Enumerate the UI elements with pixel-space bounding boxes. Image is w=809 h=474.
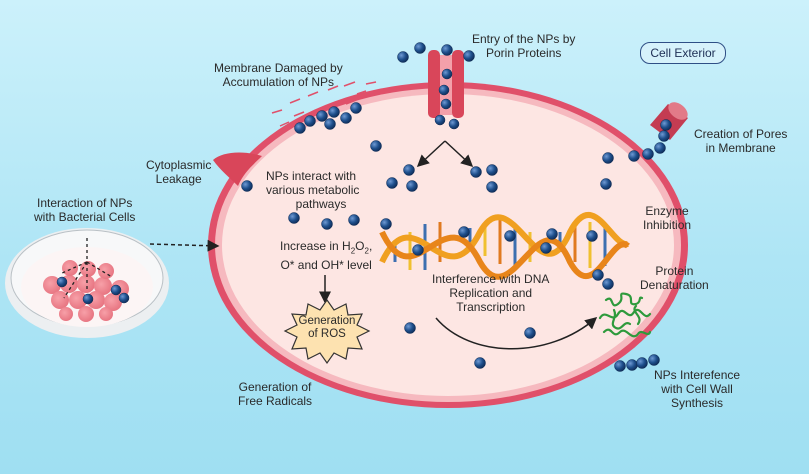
porin-split-arrow-right <box>444 140 474 168</box>
dna-to-protein-arrow <box>435 317 598 350</box>
nanoparticles <box>56 42 672 372</box>
dish-to-cell-arrow <box>149 239 220 252</box>
membrane-pore <box>650 102 688 140</box>
ros-level-label: Increase in H2O2, O* and OH* level <box>280 239 373 273</box>
ros-starburst <box>283 298 371 365</box>
petri-dish <box>5 228 169 338</box>
cytoplasmic-leakage-icon <box>213 152 262 186</box>
membrane-damage-marks <box>271 81 377 127</box>
cell-exterior-badge: Cell Exterior <box>640 42 726 64</box>
protein-denaturation-icon <box>598 292 652 338</box>
porin-split-arrow-left <box>416 140 446 168</box>
arrows <box>149 140 598 350</box>
